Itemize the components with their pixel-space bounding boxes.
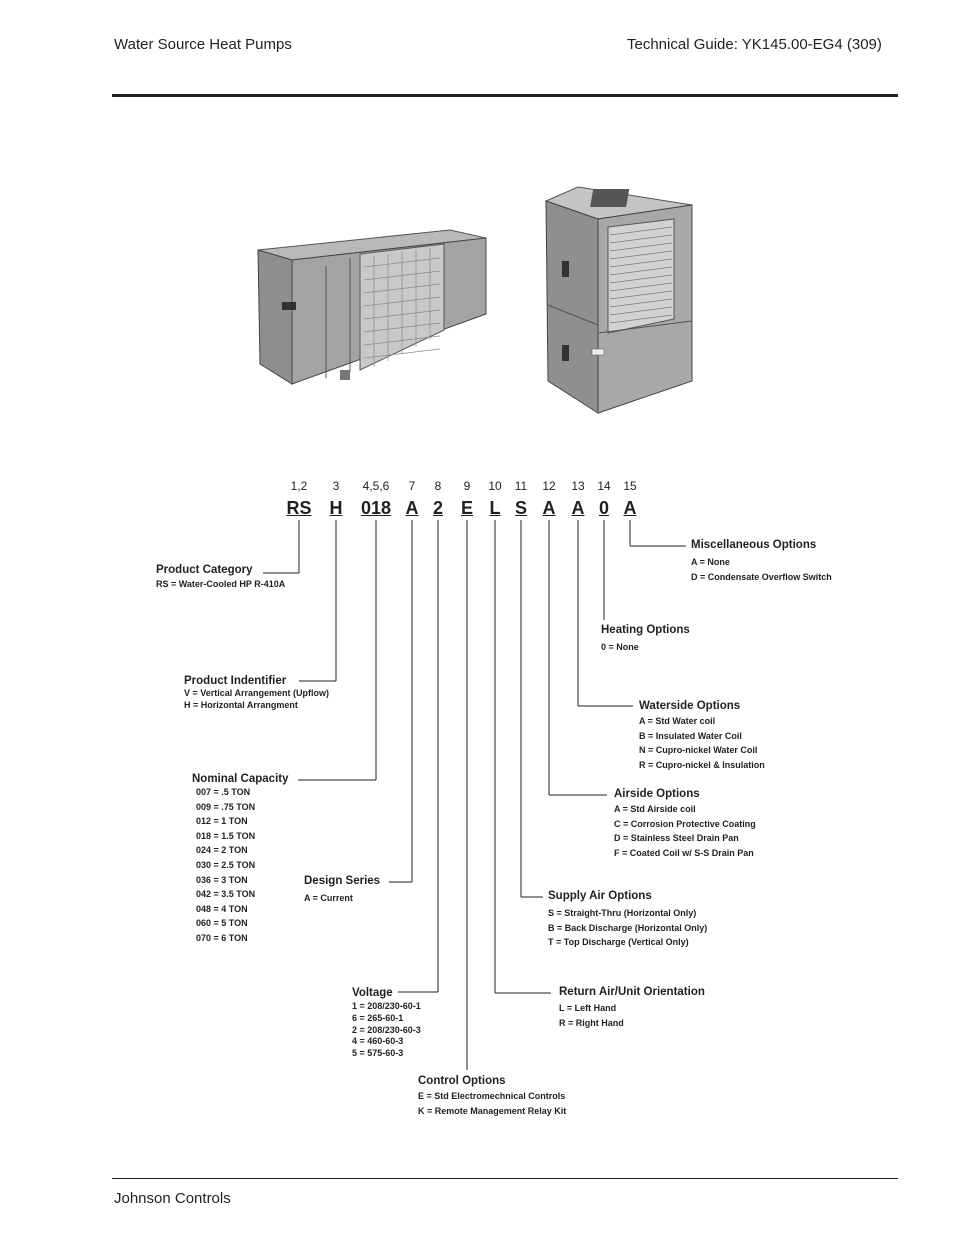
- list-item: H = Horizontal Arrangment: [184, 699, 298, 710]
- model-code-segment: 2: [432, 498, 443, 518]
- position-number: 9: [463, 479, 471, 493]
- model-code-segment: RS: [286, 498, 312, 518]
- model-code-segment: H: [329, 498, 343, 518]
- list-item: B = Insulated Water Coil: [639, 730, 742, 741]
- heating-options-list: 0 = None: [601, 640, 639, 655]
- list-item: 007 = .5 TON: [196, 787, 251, 797]
- list-item: 024 = 2 TON: [196, 845, 248, 856]
- misc-options-title: Miscellaneous Options: [691, 539, 817, 551]
- list-item: A = Std Water coil: [639, 716, 716, 726]
- model-code-segment: A: [571, 498, 585, 518]
- model-code-segment: 018: [360, 498, 392, 518]
- model-code-segment: A: [623, 498, 637, 518]
- list-item: 009 = .75 TON: [196, 801, 256, 812]
- list-item: 5 = 575-60-3: [352, 1048, 404, 1059]
- list-item: 2 = 208/230-60-3: [352, 1024, 421, 1035]
- design-series-list: A = Current: [304, 891, 353, 906]
- list-item: A = Std Airside coil: [614, 804, 696, 814]
- list-item: N = Cupro-nickel Water Coil: [639, 745, 758, 756]
- model-code-segment: L: [489, 498, 501, 518]
- position-number: 1,2: [290, 479, 308, 493]
- list-item: 060 = 5 TON: [196, 918, 248, 929]
- list-item: 042 = 3.5 TON: [196, 889, 256, 900]
- nominal-capacity-list: 007 = .5 TON 009 = .75 TON 012 = 1 TON 0…: [196, 785, 255, 946]
- horizontal-unit-image: [257, 229, 487, 385]
- waterside-options-list: A = Std Water coil B = Insulated Water C…: [639, 714, 765, 772]
- nominal-capacity-title: Nominal Capacity: [192, 773, 289, 785]
- position-number: 13: [571, 479, 585, 493]
- product-identifier-title: Product Indentifier: [184, 675, 287, 687]
- list-item: R = Cupro-nickel & Insulation: [639, 759, 765, 770]
- list-item: 018 = 1.5 TON: [196, 830, 256, 841]
- list-item: RS = Water-Cooled HP R-410A: [156, 579, 286, 589]
- return-air-list: L = Left Hand R = Right Hand: [559, 1001, 624, 1030]
- return-air-title: Return Air/Unit Orientation: [559, 986, 705, 998]
- position-number: 11: [514, 479, 528, 493]
- voltage-list: 1 = 208/230-60-1 6 = 265-60-1 2 = 208/23…: [352, 1001, 421, 1060]
- position-number: 15: [623, 479, 637, 493]
- list-item: A = Current: [304, 893, 353, 903]
- list-item: S = Straight-Thru (Horizontal Only): [548, 908, 697, 918]
- control-options-list: E = Std Electromechnical Controls K = Re…: [418, 1089, 566, 1118]
- model-code-segment: A: [542, 498, 556, 518]
- list-item: D = Stainless Steel Drain Pan: [614, 833, 739, 844]
- footer-company: Johnson Controls: [114, 1190, 231, 1207]
- list-item: 030 = 2.5 TON: [196, 859, 256, 870]
- position-number: 12: [542, 479, 556, 493]
- list-item: L = Left Hand: [559, 1003, 617, 1013]
- misc-options-list: A = None D = Condensate Overflow Switch: [691, 555, 832, 584]
- airside-options-title: Airside Options: [614, 788, 700, 800]
- list-item: F = Coated Coil w/ S-S Drain Pan: [614, 847, 754, 858]
- design-series-title: Design Series: [304, 875, 381, 887]
- list-item: 4 = 460-60-3: [352, 1036, 404, 1047]
- position-number: 7: [408, 479, 416, 493]
- supply-air-list: S = Straight-Thru (Horizontal Only) B = …: [548, 906, 707, 950]
- model-code-segment: S: [514, 498, 527, 518]
- vertical-unit-image: [544, 186, 693, 414]
- position-number: 10: [488, 479, 502, 493]
- list-item: C = Corrosion Protective Coating: [614, 818, 756, 829]
- header-divider: [112, 94, 898, 97]
- footer-divider: [112, 1178, 898, 1179]
- list-item: D = Condensate Overflow Switch: [691, 571, 832, 582]
- product-identifier-list: V = Vertical Arrangement (Upflow) H = Ho…: [184, 688, 329, 712]
- model-code-segment: A: [405, 498, 419, 518]
- list-item: 036 = 3 TON: [196, 874, 248, 885]
- waterside-options-title: Waterside Options: [639, 700, 741, 712]
- list-item: 6 = 265-60-1: [352, 1012, 404, 1023]
- product-category-list: RS = Water-Cooled HP R-410A: [156, 577, 285, 592]
- position-number: 3: [332, 479, 340, 493]
- model-code-segment: 0: [598, 498, 609, 518]
- position-number: 8: [434, 479, 442, 493]
- position-number: 4,5,6: [362, 479, 390, 493]
- list-item: 1 = 208/230-60-1: [352, 1001, 421, 1011]
- model-code-segment: E: [460, 498, 473, 518]
- list-item: V = Vertical Arrangement (Upflow): [184, 688, 329, 698]
- list-item: K = Remote Management Relay Kit: [418, 1105, 567, 1116]
- supply-air-title: Supply Air Options: [548, 890, 652, 902]
- control-options-title: Control Options: [418, 1075, 506, 1087]
- voltage-title: Voltage: [352, 987, 393, 999]
- list-item: E = Std Electromechnical Controls: [418, 1091, 566, 1101]
- position-number: 14: [597, 479, 611, 493]
- list-item: 0 = None: [601, 642, 639, 652]
- heating-options-title: Heating Options: [601, 624, 690, 636]
- airside-options-list: A = Std Airside coil C = Corrosion Prote…: [614, 802, 756, 860]
- list-item: R = Right Hand: [559, 1017, 624, 1028]
- product-category-title: Product Category: [156, 564, 253, 576]
- header-product-line: Water Source Heat Pumps: [114, 36, 292, 53]
- list-item: T = Top Discharge (Vertical Only): [548, 937, 689, 948]
- list-item: 012 = 1 TON: [196, 816, 248, 827]
- list-item: 048 = 4 TON: [196, 903, 248, 914]
- list-item: B = Back Discharge (Horizontal Only): [548, 922, 708, 933]
- header-guide-number: Technical Guide: YK145.00-EG4 (309): [627, 36, 882, 53]
- list-item: 070 = 6 TON: [196, 932, 248, 943]
- list-item: A = None: [691, 557, 730, 567]
